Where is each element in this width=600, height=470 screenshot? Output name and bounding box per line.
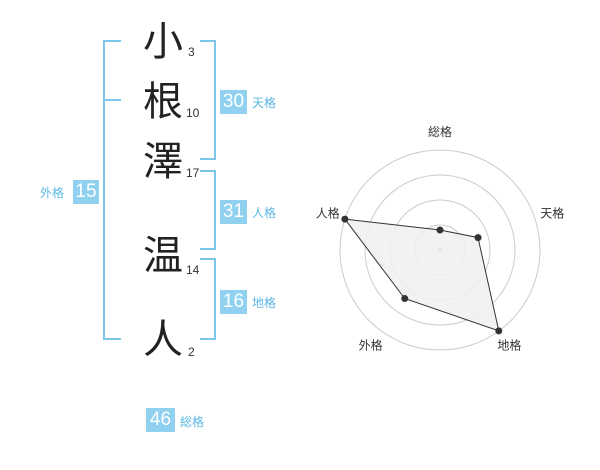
- radar-point-4: [401, 295, 409, 303]
- tenkaku-bracket: [200, 40, 216, 160]
- stroke-count-5: 2: [188, 345, 195, 359]
- stroke-count-2: 10: [186, 106, 200, 120]
- name-char-3: 澤: [143, 139, 183, 185]
- tenkaku-value: 30: [220, 90, 247, 114]
- radar-point-2: [474, 234, 482, 242]
- jinkaku-value: 31: [220, 200, 247, 224]
- radar-point-3: [495, 327, 503, 335]
- gaikaku-bracket: [103, 40, 121, 340]
- gaikaku-bracket-tick: [103, 99, 121, 101]
- jinkaku-label: 人格: [252, 206, 277, 220]
- gaikaku-value: 15: [73, 180, 99, 204]
- name-char-4: 温: [143, 233, 183, 279]
- radar-axis-label-2: 天格: [540, 206, 564, 221]
- chikaku-value: 16: [220, 290, 247, 314]
- radar-axis-label-4: 外格: [359, 337, 383, 352]
- stroke-count-3: 17: [186, 166, 200, 180]
- soukaku-value: 46: [146, 408, 175, 432]
- chikaku-label: 地格: [252, 296, 277, 310]
- gaikaku-label: 外格: [40, 186, 65, 200]
- name-char-5: 人: [143, 317, 183, 363]
- radar-point-1: [436, 226, 444, 234]
- radar-point-5: [341, 215, 349, 223]
- radar-axis-label-1: 総格: [428, 124, 452, 139]
- radar-points: [341, 215, 503, 335]
- stroke-count-4: 14: [186, 263, 200, 277]
- radar-ring-3: [364, 174, 516, 326]
- name-char-1: 小: [143, 19, 183, 65]
- tenkaku-label: 天格: [252, 96, 277, 110]
- name-char-2: 根: [143, 79, 183, 125]
- jinkaku-bracket: [200, 170, 216, 250]
- radar-axis-label-3: 地格: [497, 337, 521, 352]
- chikaku-bracket: [200, 258, 216, 340]
- radar-ring-4: [339, 149, 541, 351]
- soukaku-label: 総格: [180, 415, 205, 429]
- radar-axis-label-5: 人格: [316, 206, 340, 221]
- stroke-count-1: 3: [188, 45, 195, 59]
- radar-area: [343, 218, 500, 332]
